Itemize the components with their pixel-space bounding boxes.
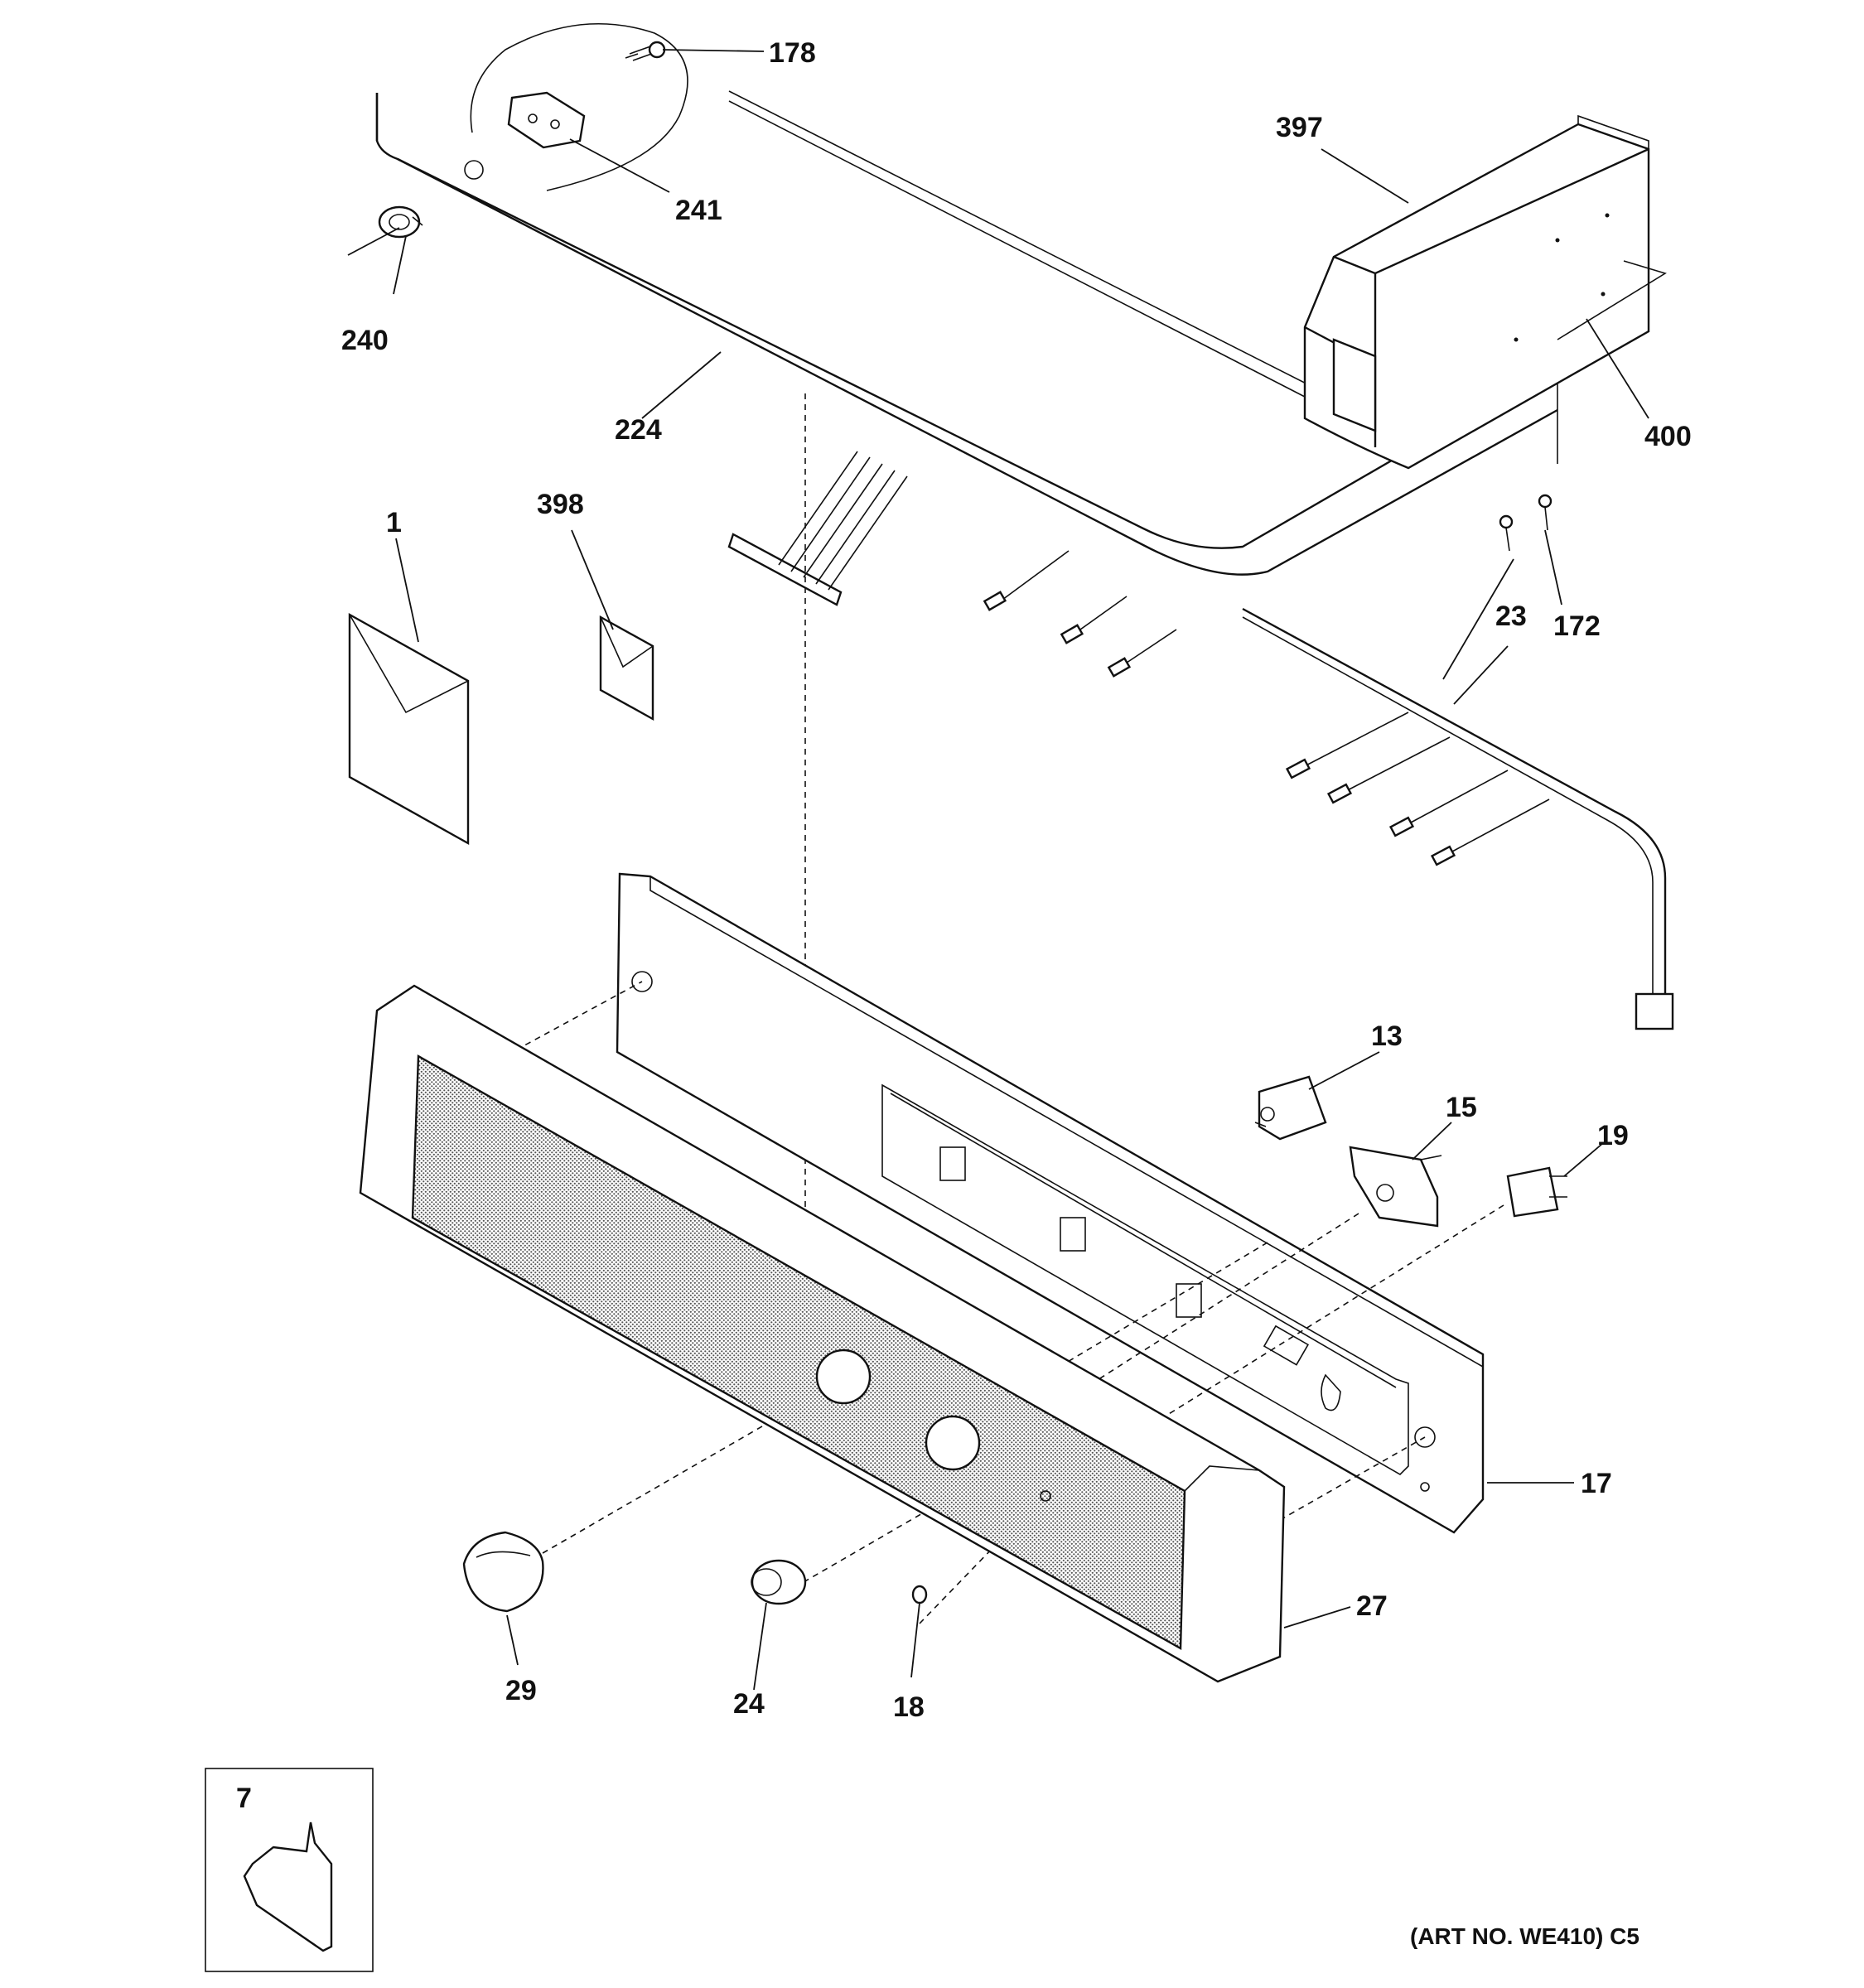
part-label-172: 172 [1553,610,1601,642]
part-label-24: 24 [733,1688,765,1720]
part-label-178: 178 [769,37,816,69]
screw-178 [625,41,666,61]
part-label-23: 23 [1495,601,1527,632]
wire-harness-top [727,451,1177,678]
literature-398 [599,615,654,721]
part-label-241: 241 [675,195,722,226]
rotary-switch-13 [1254,1075,1327,1141]
part-label-224: 224 [615,414,662,446]
switch-15 [1349,1146,1442,1228]
relay-19 [1506,1166,1567,1218]
part-label-398: 398 [537,489,584,520]
bezel-27 [359,984,1286,1683]
part-label-15: 15 [1446,1092,1477,1123]
indicator-light-18 [911,1585,928,1604]
part-label-397: 397 [1276,112,1323,143]
switch-cutouts [939,1146,1202,1318]
screws-172 [1499,494,1553,552]
knob-insert-240 [378,205,423,239]
knob-29 [462,1531,544,1613]
inset-part-7 [205,1768,374,1972]
part-label-13: 13 [1371,1021,1403,1052]
part-label-240: 240 [341,325,389,356]
part-label-19: 19 [1597,1120,1629,1151]
part-labels: 178 241 240 224 397 400 1 398 23 172 13 … [236,37,1692,1814]
part-label-29: 29 [505,1675,537,1706]
leader-lines [347,49,1649,1691]
knob-24 [751,1559,807,1605]
control-module-397 [1303,114,1667,470]
bracket-241 [470,22,688,191]
part-label-17: 17 [1581,1468,1612,1499]
art-number: (ART NO. WE410) C5 [1410,1923,1639,1949]
part-label-27: 27 [1356,1590,1388,1622]
control-panel-17 [616,872,1485,1534]
part-label-1: 1 [386,507,402,538]
part-label-400: 400 [1644,421,1692,452]
part-label-18: 18 [893,1691,925,1723]
part-label-7: 7 [236,1783,252,1814]
wire-harness-23 [1242,607,1674,1030]
literature-1 [348,612,470,846]
